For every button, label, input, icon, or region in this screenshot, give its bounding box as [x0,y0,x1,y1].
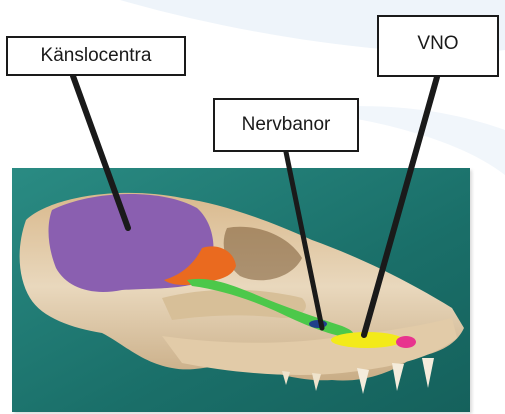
vno-organ [331,332,403,348]
label-vno: VNO [377,15,499,77]
label-sensory-centres: Känslocentra [6,36,186,76]
label-nerve-pathways: Nervbanor [213,98,359,152]
skull-photo [12,168,470,412]
pink-region [396,336,416,348]
